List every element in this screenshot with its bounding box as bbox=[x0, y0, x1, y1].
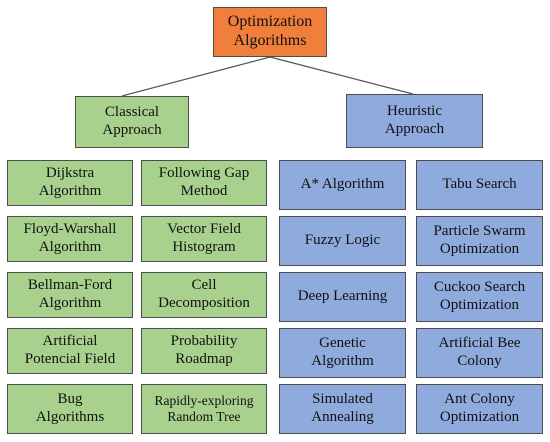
root-node-optimization-algorithms: Optimization Algorithms bbox=[213, 7, 327, 57]
algo-deep-learning: Deep Learning bbox=[279, 272, 406, 322]
algo-vector-field-histogram: Vector Field Histogram bbox=[141, 216, 267, 262]
algo-rrt: Rapidly-exploring Random Tree bbox=[141, 384, 267, 434]
algo-genetic-algorithm: Genetic Algorithm bbox=[279, 328, 406, 378]
category-classical-approach: Classical Approach bbox=[75, 96, 189, 148]
algo-ant-colony: Ant Colony Optimization bbox=[416, 384, 543, 434]
category-heuristic-approach: Heuristic Approach bbox=[346, 94, 483, 148]
algo-following-gap: Following Gap Method bbox=[141, 160, 267, 206]
algo-bellman-ford: Bellman-Ford Algorithm bbox=[7, 272, 133, 318]
algo-floyd-warshall: Floyd-Warshall Algorithm bbox=[7, 216, 133, 262]
algo-artificial-potential-field: Artificial Potencial Field bbox=[7, 328, 133, 374]
algo-tabu-search: Tabu Search bbox=[416, 160, 543, 210]
algo-artificial-bee-colony: Artificial Bee Colony bbox=[416, 328, 543, 378]
algo-bug-algorithms: Bug Algorithms bbox=[7, 384, 133, 434]
connector-root-heuristic bbox=[269, 56, 414, 95]
connector-root-classical bbox=[121, 56, 271, 97]
algo-simulated-annealing: Simulated Annealing bbox=[279, 384, 406, 434]
algo-dijkstra: Dijkstra Algorithm bbox=[7, 160, 133, 206]
algo-cell-decomposition: Cell Decomposition bbox=[141, 272, 267, 318]
algo-cuckoo-search: Cuckoo Search Optimization bbox=[416, 272, 543, 322]
algo-fuzzy-logic: Fuzzy Logic bbox=[279, 216, 406, 266]
algo-particle-swarm: Particle Swarm Optimization bbox=[416, 216, 543, 266]
algo-probability-roadmap: Probability Roadmap bbox=[141, 328, 267, 374]
algo-a-star: A* Algorithm bbox=[279, 160, 406, 210]
